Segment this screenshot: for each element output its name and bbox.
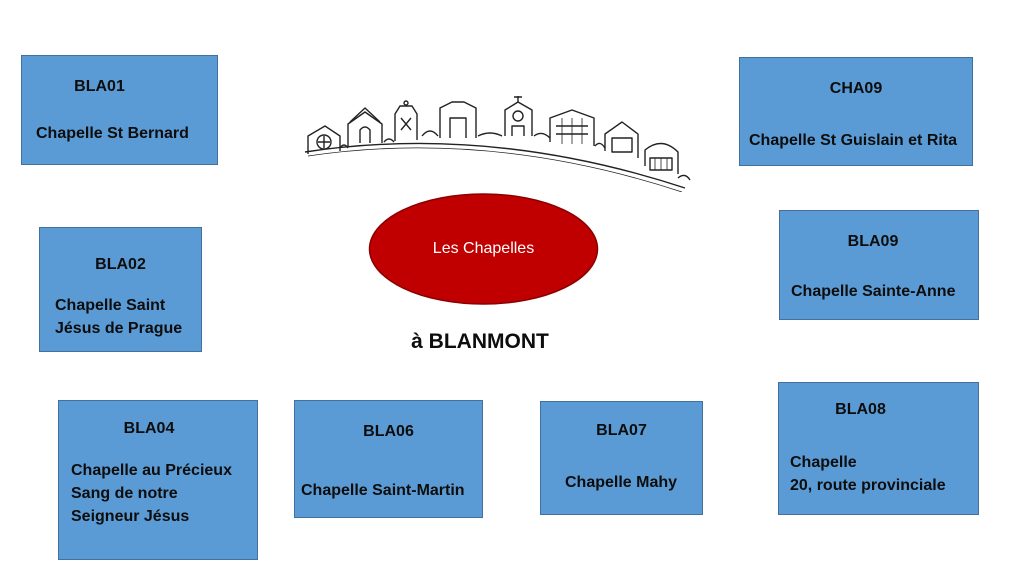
chapel-code: CHA09 [829, 80, 883, 97]
chapel-name: Chapelle Saint Jésus de Prague [55, 297, 183, 337]
chapel-box-bla06: BLA06 Chapelle Saint-Martin [294, 400, 483, 518]
chapel-name: Chapelle St Bernard [36, 125, 189, 142]
chapel-box-bla08: BLA08 Chapelle 20, route provinciale [778, 382, 979, 515]
chapel-box-bla07: BLA07 Chapelle Mahy [540, 401, 703, 515]
chapel-code: BLA01 [74, 78, 125, 95]
location-subtitle: à BLANMONT [411, 330, 549, 353]
chapel-code: BLA09 [847, 233, 899, 250]
chapel-box-bla04: BLA04 Chapelle au Précieux Sang de notre… [58, 400, 258, 560]
chapel-box-bla09: BLA09 Chapelle Sainte-Anne [779, 210, 979, 320]
chapel-box-cha09: CHA09 Chapelle St Guislain et Rita [739, 57, 973, 166]
chapel-name: Chapelle Sainte-Anne [791, 283, 956, 300]
center-title: Les Chapelles [432, 240, 535, 257]
chapel-name: Chapelle Mahy [565, 474, 678, 491]
chapel-code: BLA08 [835, 401, 886, 418]
chapel-code: BLA06 [363, 423, 414, 440]
center-ellipse [368, 193, 599, 305]
chapel-code: BLA02 [95, 256, 146, 273]
chapel-box-bla01: BLA01 Chapelle St Bernard [21, 55, 218, 165]
chapel-name: Chapelle au Précieux Sang de notre Seign… [71, 462, 232, 525]
chapel-box-bla02: BLA02 Chapelle Saint Jésus de Prague [39, 227, 202, 352]
chapel-code: BLA07 [596, 422, 647, 439]
chapel-code: BLA04 [123, 420, 175, 437]
chapel-name: Chapelle Saint-Martin [301, 482, 465, 499]
chapel-name: Chapelle St Guislain et Rita [749, 132, 958, 149]
village-houses-illustration [304, 96, 691, 192]
chapel-name: Chapelle 20, route provinciale [790, 454, 946, 494]
